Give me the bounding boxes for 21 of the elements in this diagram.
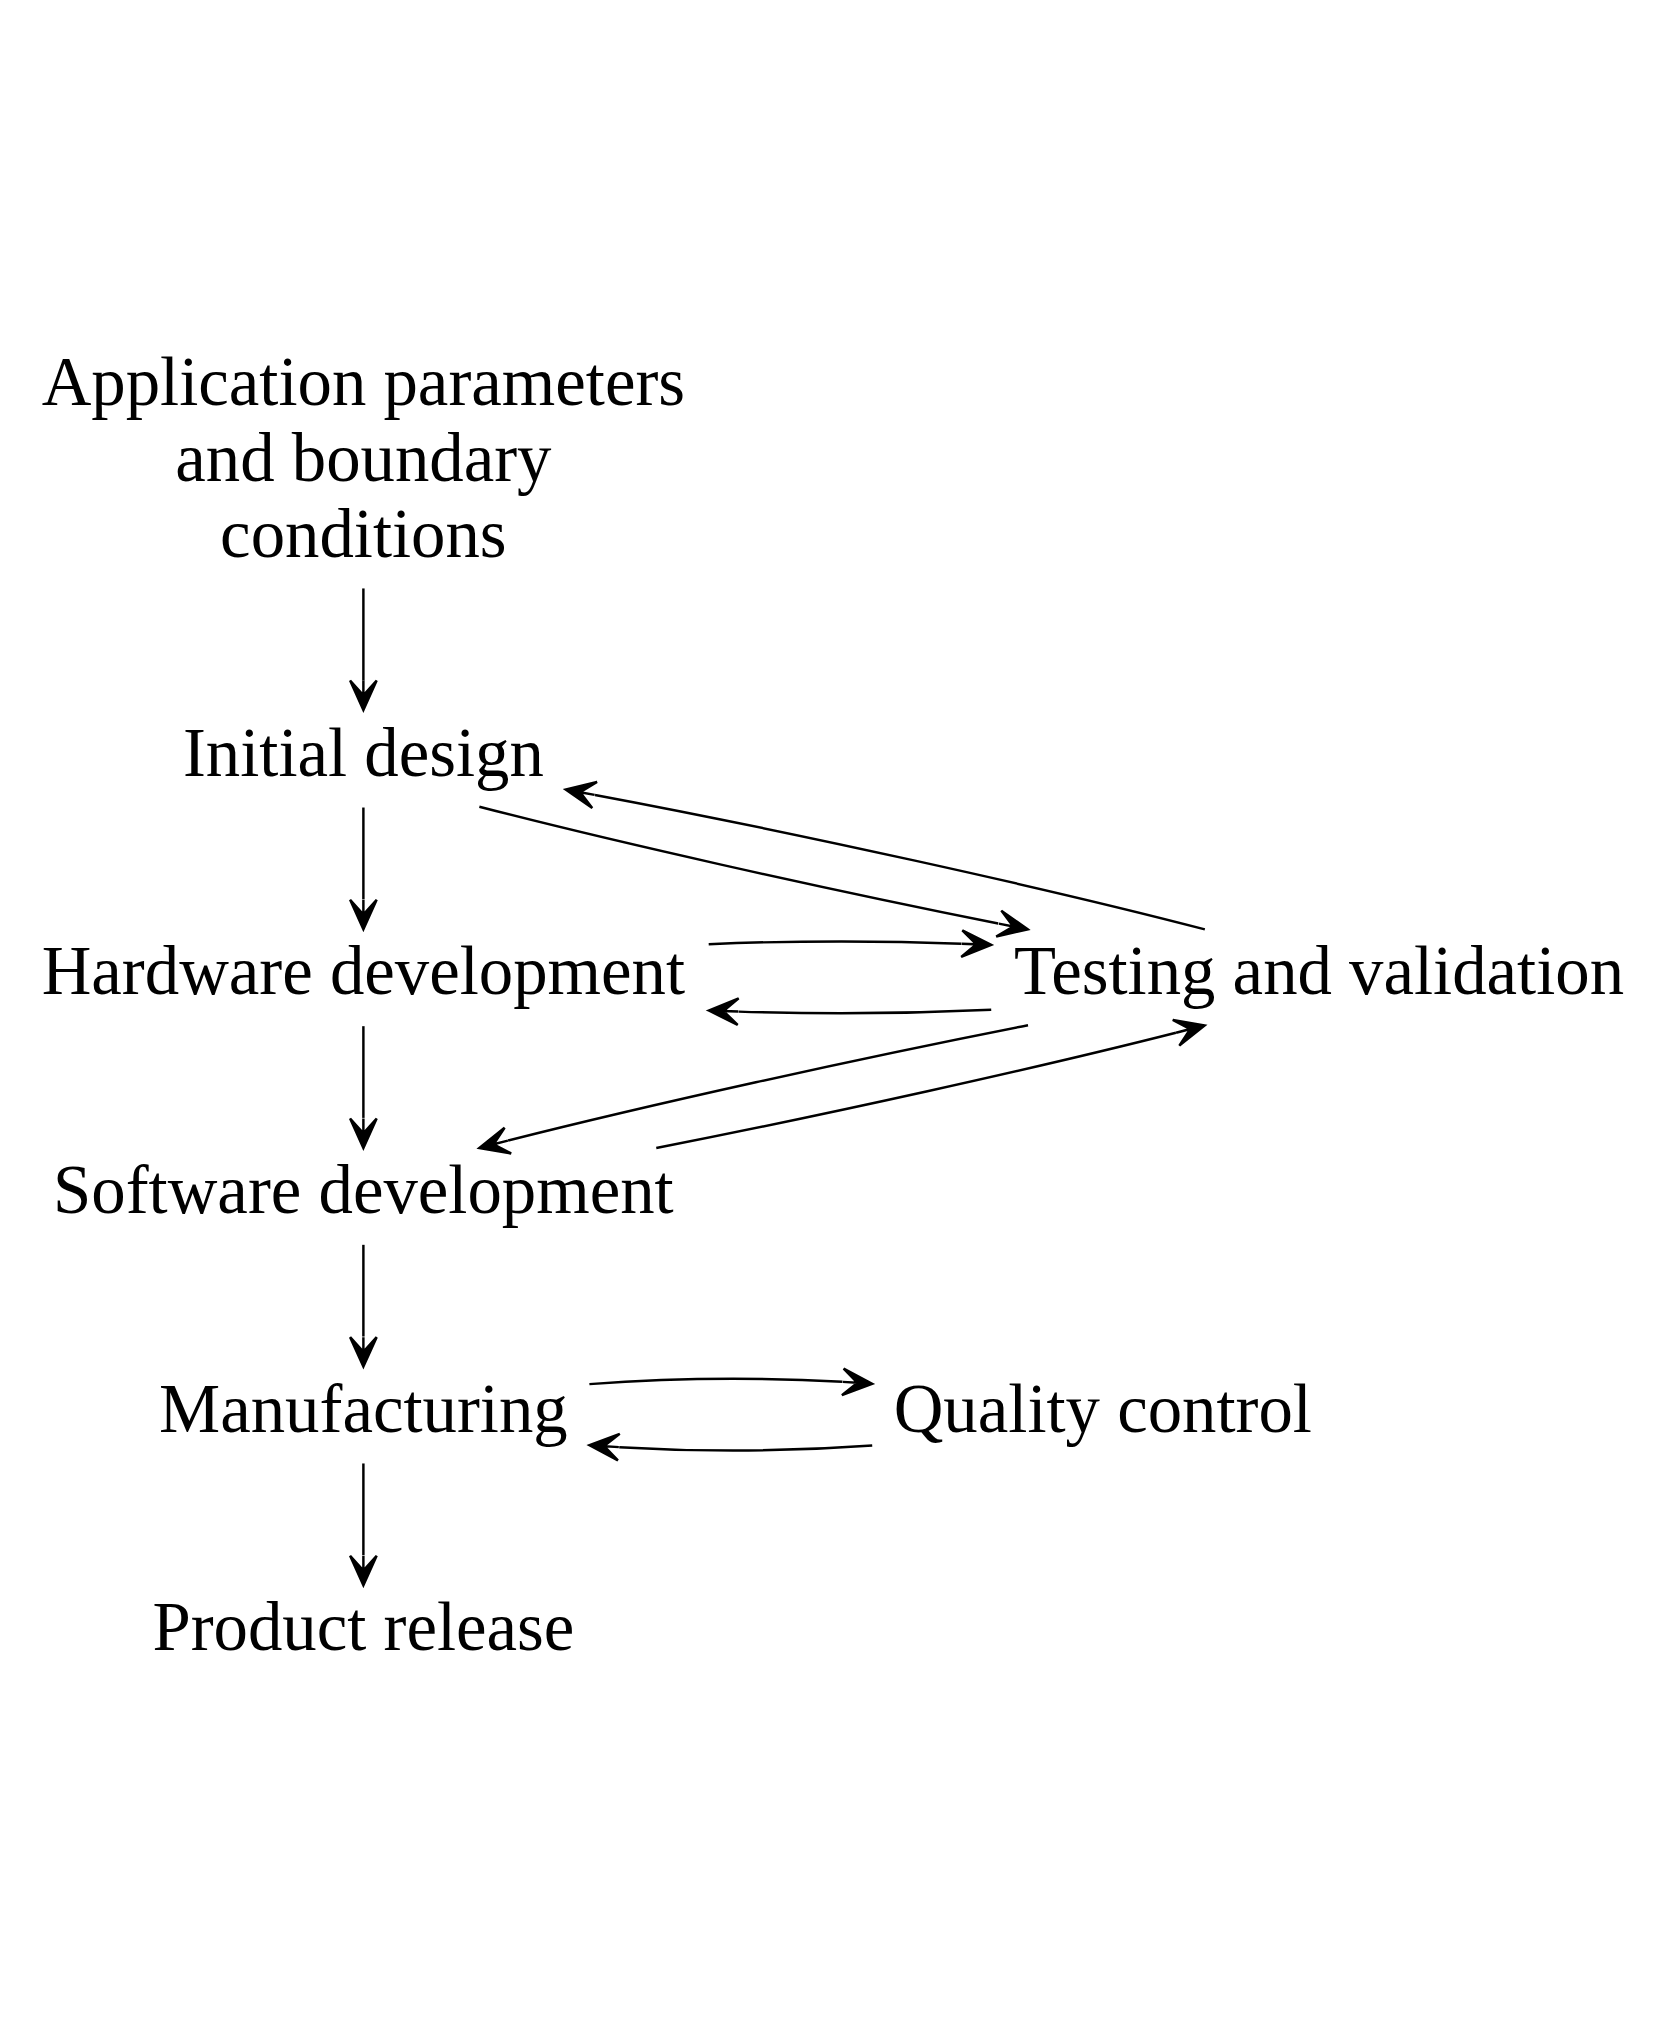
arrow (564, 780, 1206, 931)
node-text: Manufacturing (159, 1370, 568, 1447)
node-text: Hardware development (41, 933, 686, 1010)
arrow (348, 1244, 378, 1368)
arrow (708, 929, 993, 959)
arrow (589, 1367, 874, 1397)
node-text: Software development (53, 1151, 674, 1228)
arrow (348, 1026, 378, 1150)
node-text: Application parameters and boundary conditions (41, 343, 686, 572)
arrow (588, 1432, 873, 1462)
node-text: Quality control (893, 1370, 1312, 1447)
arrow (707, 997, 992, 1027)
arrow (348, 807, 378, 931)
node-text: Product release (152, 1589, 575, 1666)
arrow (348, 588, 378, 712)
node-text: Initial design (182, 714, 544, 791)
node-text: Testing and validation (1013, 933, 1625, 1010)
arrow (348, 1463, 378, 1587)
arrow (656, 1018, 1206, 1150)
arrow (478, 1024, 1029, 1155)
arrow (479, 805, 1029, 938)
